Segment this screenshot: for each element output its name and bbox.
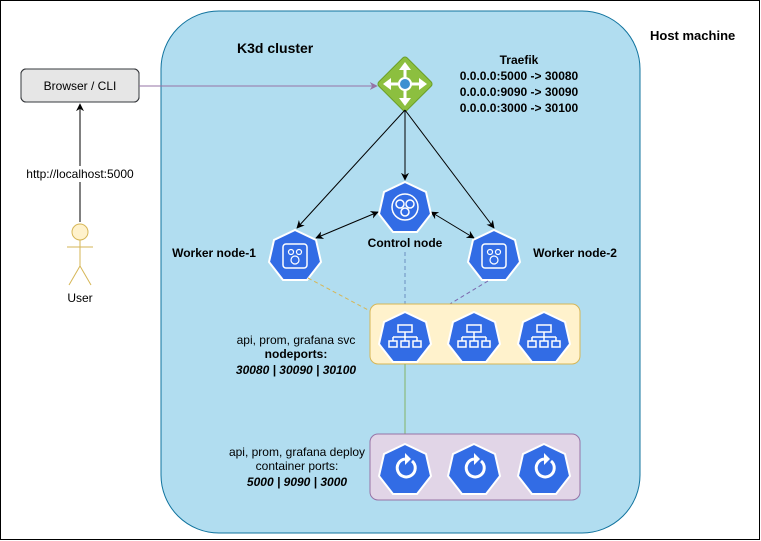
svc-nodeports-heading: nodeports: [265, 347, 328, 361]
traefik-port-mapping-1: 0.0.0.0:5000 -> 30080 [460, 69, 579, 83]
worker-node-2-icon[interactable] [466, 228, 522, 281]
api-deployment-icon[interactable] [377, 442, 433, 495]
host-machine-label: Host machine [650, 28, 735, 43]
svc-description: api, prom, grafana svc [237, 333, 356, 347]
browser-cli-label: Browser / CLI [44, 79, 117, 93]
worker-node-1-label: Worker node-1 [172, 246, 256, 260]
user-label: User [67, 291, 92, 305]
svc-nodeports-values: 30080 | 30090 | 30100 [236, 363, 356, 377]
control-worker2-link [430, 211, 475, 239]
deploy-container-ports-heading: container ports: [256, 459, 339, 473]
worker-node-2-label: Worker node-2 [533, 246, 617, 260]
traefik-port-mapping-3: 0.0.0.0:3000 -> 30100 [460, 101, 579, 115]
api-service-icon[interactable] [377, 310, 433, 363]
deploy-description: api, prom, grafana deploy [229, 445, 365, 459]
prom-service-icon[interactable] [446, 310, 502, 363]
traefik-title: Traefik [500, 53, 539, 67]
prom-deployment-icon[interactable] [446, 442, 502, 495]
k3d-cluster-container [160, 10, 641, 534]
browser-cli-box[interactable]: Browser / CLI [20, 68, 140, 103]
control-worker1-link [315, 211, 379, 239]
deploy-container-ports-values: 5000 | 9090 | 3000 [247, 475, 347, 489]
url-label-bg [22, 166, 138, 182]
localhost-url-label: http://localhost:5000 [26, 167, 134, 181]
worker-node-1-icon[interactable] [267, 228, 323, 281]
worker2-to-svc-arrow [424, 280, 489, 320]
traefik-port-mapping-2: 0.0.0.0:9090 -> 30090 [460, 85, 579, 99]
grafana-deployment-icon[interactable] [516, 442, 572, 495]
traefik-load-balancer-icon[interactable] [377, 56, 434, 113]
traefik-to-worker2-arrow [404, 109, 495, 229]
grafana-service-icon[interactable] [516, 310, 572, 363]
user-actor-icon [67, 223, 93, 286]
traefik-to-worker1-arrow [296, 109, 406, 229]
control-node-label: Control node [368, 236, 443, 250]
k3d-cluster-label: K3d cluster [237, 40, 314, 56]
control-node-icon[interactable] [377, 180, 433, 233]
